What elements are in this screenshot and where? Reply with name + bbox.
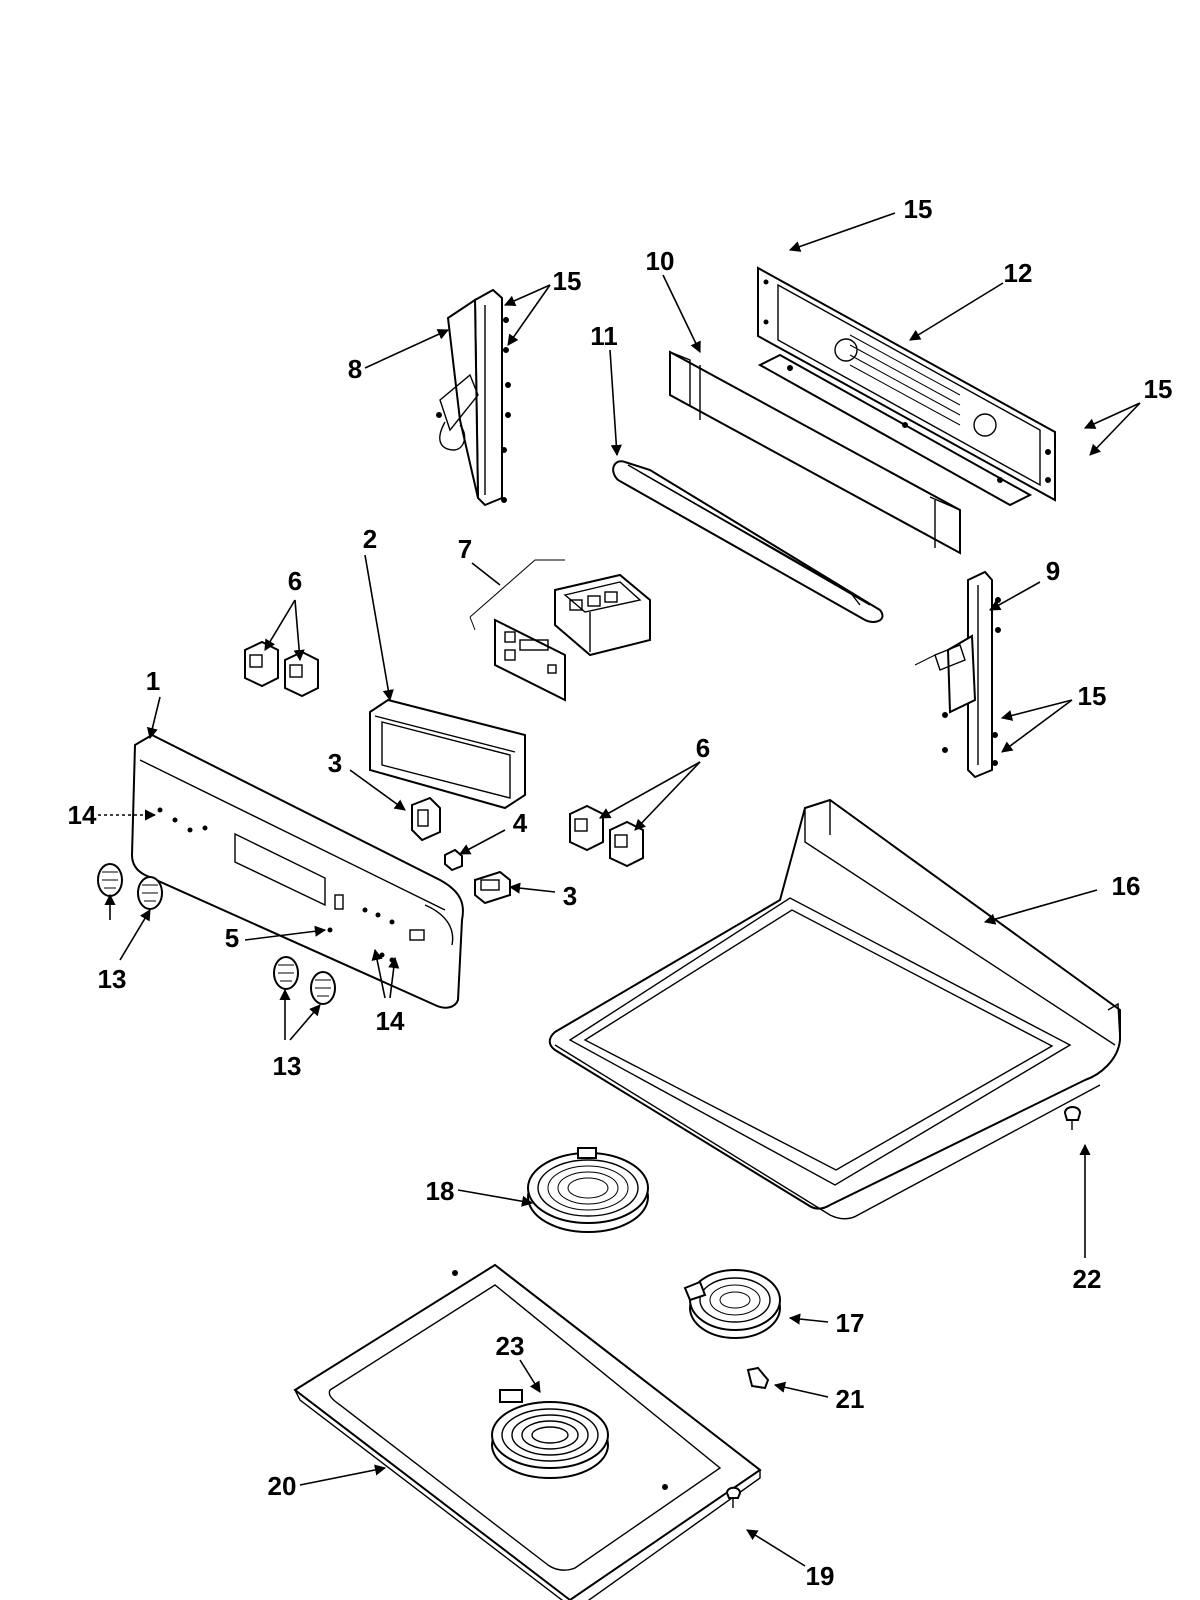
label-part-3-lower: 3 <box>563 881 577 911</box>
switch-pair-upper <box>244 640 319 698</box>
rocker-switches <box>411 796 511 905</box>
label-part-15-right-lower: 15 <box>1078 681 1107 711</box>
label-part-19: 19 <box>806 1561 835 1591</box>
label-part-16: 16 <box>1112 871 1141 901</box>
display-lens <box>369 698 526 810</box>
label-part-11: 11 <box>590 321 618 351</box>
label-part-2: 2 <box>363 524 377 554</box>
label-part-6-upper: 6 <box>288 566 302 596</box>
label-part-22: 22 <box>1073 1264 1102 1294</box>
electronic-control-board <box>469 559 651 702</box>
label-part-14-left: 14 <box>68 800 97 830</box>
leader-lines <box>98 212 1141 1567</box>
label-part-15-right-upper: 15 <box>1144 374 1173 404</box>
label-part-13-left: 13 <box>98 964 127 994</box>
label-part-7: 7 <box>458 534 472 564</box>
label-part-13-right: 13 <box>273 1051 302 1081</box>
label-part-12: 12 <box>1004 258 1033 288</box>
clip-21 <box>746 1366 770 1390</box>
cooktop-glass <box>548 798 1121 1220</box>
screw-19 <box>725 1486 742 1508</box>
control-panel-back <box>757 266 1056 507</box>
control-panel-front <box>130 733 464 1009</box>
label-part-17: 17 <box>836 1308 865 1338</box>
side-bracket-right <box>914 570 1001 779</box>
label-part-15-top: 15 <box>904 194 933 224</box>
part-number-labels: 1 2 3 3 4 5 6 6 7 8 9 10 11 12 13 13 14 … <box>68 194 1173 1591</box>
trim-strip <box>612 460 884 623</box>
label-part-10: 10 <box>646 246 675 276</box>
label-part-5: 5 <box>225 923 239 953</box>
label-part-15-left: 15 <box>553 266 582 296</box>
label-part-8: 8 <box>348 354 362 384</box>
switch-pair-lower <box>569 804 644 868</box>
label-part-3-upper: 3 <box>328 748 342 778</box>
label-part-14-right: 14 <box>376 1006 405 1036</box>
label-part-1: 1 <box>146 666 160 696</box>
label-part-21: 21 <box>836 1384 865 1414</box>
radiant-element-small <box>683 1269 781 1339</box>
coil-element <box>491 1389 609 1479</box>
radiant-element-large <box>527 1147 649 1233</box>
label-part-18: 18 <box>426 1176 455 1206</box>
label-part-9: 9 <box>1046 556 1060 586</box>
screw-22 <box>1063 1106 1082 1130</box>
rear-panel <box>669 350 961 555</box>
label-part-4: 4 <box>513 808 528 838</box>
label-part-6-lower: 6 <box>696 733 710 763</box>
knobs <box>97 863 336 1005</box>
side-bracket-left <box>436 288 511 507</box>
label-part-20: 20 <box>268 1471 297 1501</box>
label-part-23: 23 <box>496 1331 525 1361</box>
